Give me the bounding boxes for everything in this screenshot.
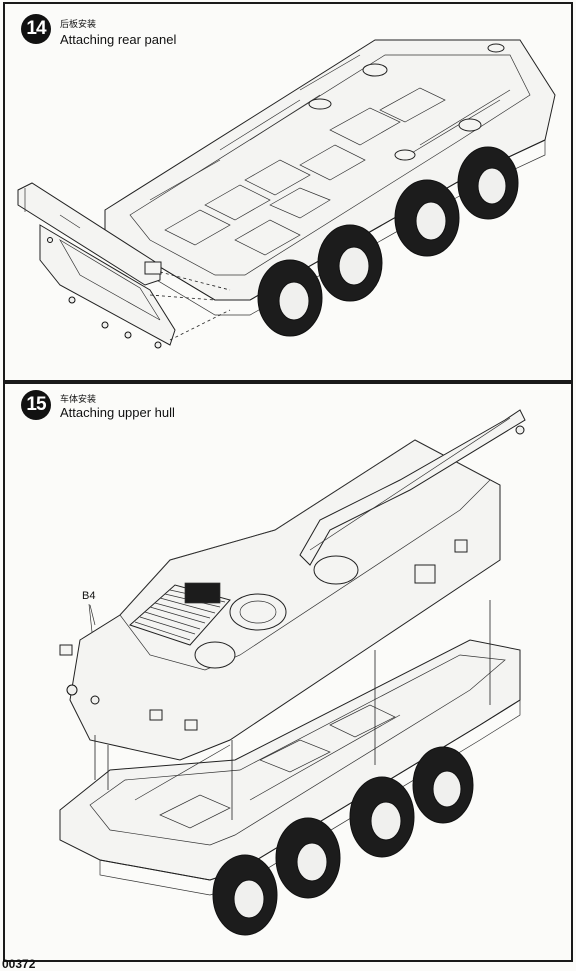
step-14-number: 14 bbox=[21, 14, 51, 44]
step-15-number: 15 bbox=[21, 390, 51, 420]
step-15-wheels bbox=[212, 746, 474, 936]
step-14-wheels bbox=[257, 146, 519, 337]
rear-panel-part bbox=[17, 182, 176, 349]
step-15-upper-hull-drawing bbox=[59, 409, 526, 936]
step-15-panel bbox=[3, 382, 573, 962]
step-14-hull-drawing bbox=[17, 39, 556, 349]
step-14-title-en: Attaching rear panel bbox=[60, 32, 177, 47]
step-14-title-cn: 后板安装 bbox=[60, 20, 97, 30]
step-15-title-cn: 车体安装 bbox=[60, 395, 97, 405]
step-15-title-en: Attaching upper hull bbox=[60, 405, 175, 420]
engine-grille bbox=[129, 582, 231, 646]
step-14-panel bbox=[3, 2, 573, 382]
crane-boom bbox=[299, 409, 526, 566]
part-label-b4: B4 bbox=[82, 590, 96, 602]
